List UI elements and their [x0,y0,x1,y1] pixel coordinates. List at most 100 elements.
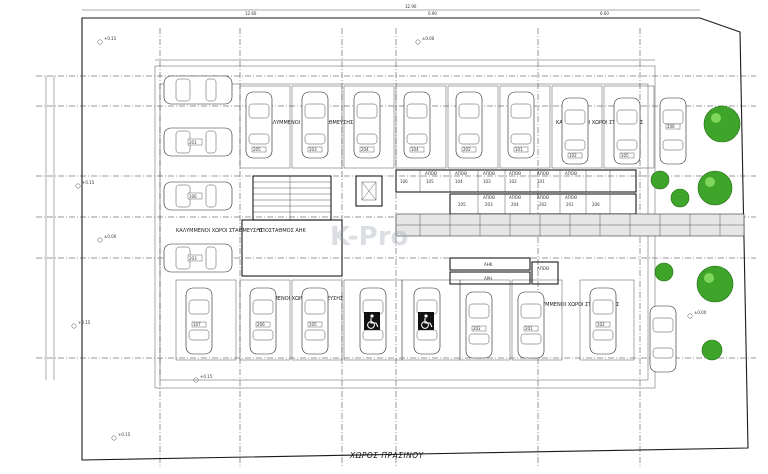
storage-room-small [531,261,559,285]
wheelchair-icon [364,312,380,330]
car: 102 [561,97,589,165]
car: 107 [185,287,213,355]
storage-label: ΑΠΟΘ [483,171,495,176]
car [163,75,233,105]
storage-number: 105 [426,179,434,184]
storage-number: 201 [566,202,574,207]
level-mark: +0.15 [118,432,131,437]
car: 101 [507,91,535,159]
level-mark: ±0.00 [104,234,117,239]
car-plate: 102 [597,322,605,327]
level-mark: +0.15 [82,180,95,185]
covered-parking-label: ΚΑΛΥΜΜΕΝΟΙ ΧΩΡΟΙ ΣΤΑΘΜΕΥΣΗΣ [556,120,643,126]
car: 105 [613,97,641,165]
car-plate: 105 [309,322,317,327]
covered-parking-label: ΚΑΛΥΜΜΕΝΟΙ ΧΩΡΟΙ ΣΤΑΘΜΕΥΣΗΣ [532,302,619,308]
car-plate: 201 [525,326,533,331]
level-mark: +0.15 [200,374,213,379]
utility-label: ΑΡΗ [484,276,492,281]
level-mark: +0.15 [78,320,91,325]
car: 205 [245,91,273,159]
utility-label: ΑΗΚ [484,262,493,267]
storage-label: ΑΠΟΘ [537,171,549,176]
storage-label: ΑΠΟΘ [509,171,521,176]
storage-number: 205 [458,202,466,207]
car-plate: 104 [411,147,419,152]
car-plate: 101 [515,147,523,152]
green-area-label: ΧΩΡΟΣ ΠΡΑΣΙΝΟΥ [349,451,425,460]
car-plate: 205 [253,147,261,152]
covered-parking-label: ΚΑΛΥΜΜΕΝΟΙ ΧΩΡΟΙ ΣΤΑΘΜΕΥΣΗΣ [256,296,343,302]
car: 203 [163,243,233,273]
storage-label: ΑΠΟΘ [537,266,549,271]
storage-number: 102 [509,179,517,184]
car-plate: 103 [309,147,317,152]
tree-icon [650,170,670,190]
car: 103 [301,91,329,159]
car: 202 [465,291,493,359]
utility-room [449,271,531,285]
storage-label: ΑΠΟΘ [509,195,521,200]
tree-icon [696,265,734,303]
level-mark: ±0.00 [694,310,707,315]
substation-room [241,219,343,277]
tree-icon [654,262,674,282]
storage-number: 104 [455,179,463,184]
site-boundary [81,17,749,461]
car-plate: 203 [189,256,197,261]
car-plate: 206 [667,124,675,129]
tree-icon [670,188,690,208]
tree-icon [701,339,723,361]
car-plate: 202 [463,147,471,152]
stair-core [252,175,332,221]
car: 104 [403,91,431,159]
level-mark: ±0.00 [422,36,435,41]
storage-number: 202 [539,202,547,207]
storage-number: 204 [511,202,519,207]
dimension-label-c: 6.60 [600,11,609,16]
car: 201 [163,127,233,157]
car-plate: 105 [621,153,629,158]
storage-number: 206 [592,202,600,207]
car-plate: 204 [361,147,369,152]
car: 102 [589,287,617,355]
storage-number: 103 [483,179,491,184]
covered-parking-label: ΚΑΛΥΜΜΕΝΟΙ ΧΩΡΟΙ ΣΤΑΘΜΕΥΣΗΣ [176,228,263,234]
dimension-label-b: 12.60 [245,11,257,16]
watermark: K-Pro [330,222,408,252]
car-plate: 107 [193,322,201,327]
storage-label: ΑΠΟΘ [425,171,437,176]
car-plate: 106 [189,194,197,199]
car-plate: 202 [473,326,481,331]
dimension-label-a: 0.90 [428,11,437,16]
storage-label: ΑΠΟΘ [483,195,495,200]
tree-icon [703,105,741,143]
utility-room [449,257,531,271]
car: 204 [353,91,381,159]
storage-number: 203 [485,202,493,207]
car: 201 [517,291,545,359]
level-mark: +0.15 [104,36,117,41]
car: 106 [163,181,233,211]
car [649,305,677,373]
substation-label: ΥΠΟΣΤΑΘΜΟΣ ΑΗΚ [257,228,306,234]
wheelchair-icon [418,312,434,330]
storage-label: ΑΠΟΘ [565,195,577,200]
storage-label: ΑΠΟΘ [537,195,549,200]
car: 105 [301,287,329,355]
tree-icon [697,170,733,206]
parking-bays [175,85,655,361]
storage-label: ΑΠΟΘ [565,171,577,176]
car: 202 [455,91,483,159]
car-plate: 206 [257,322,265,327]
storage-number: 106 [400,179,408,184]
storage-block-top [395,169,637,193]
dimension-label-total: 32.90 [405,4,417,9]
car: 206 [659,97,687,165]
car: 206 [249,287,277,355]
lift-shaft [355,175,383,207]
car-plate: 102 [569,153,577,158]
storage-label: ΑΠΟΘ [455,171,467,176]
storage-number: 101 [537,179,545,184]
